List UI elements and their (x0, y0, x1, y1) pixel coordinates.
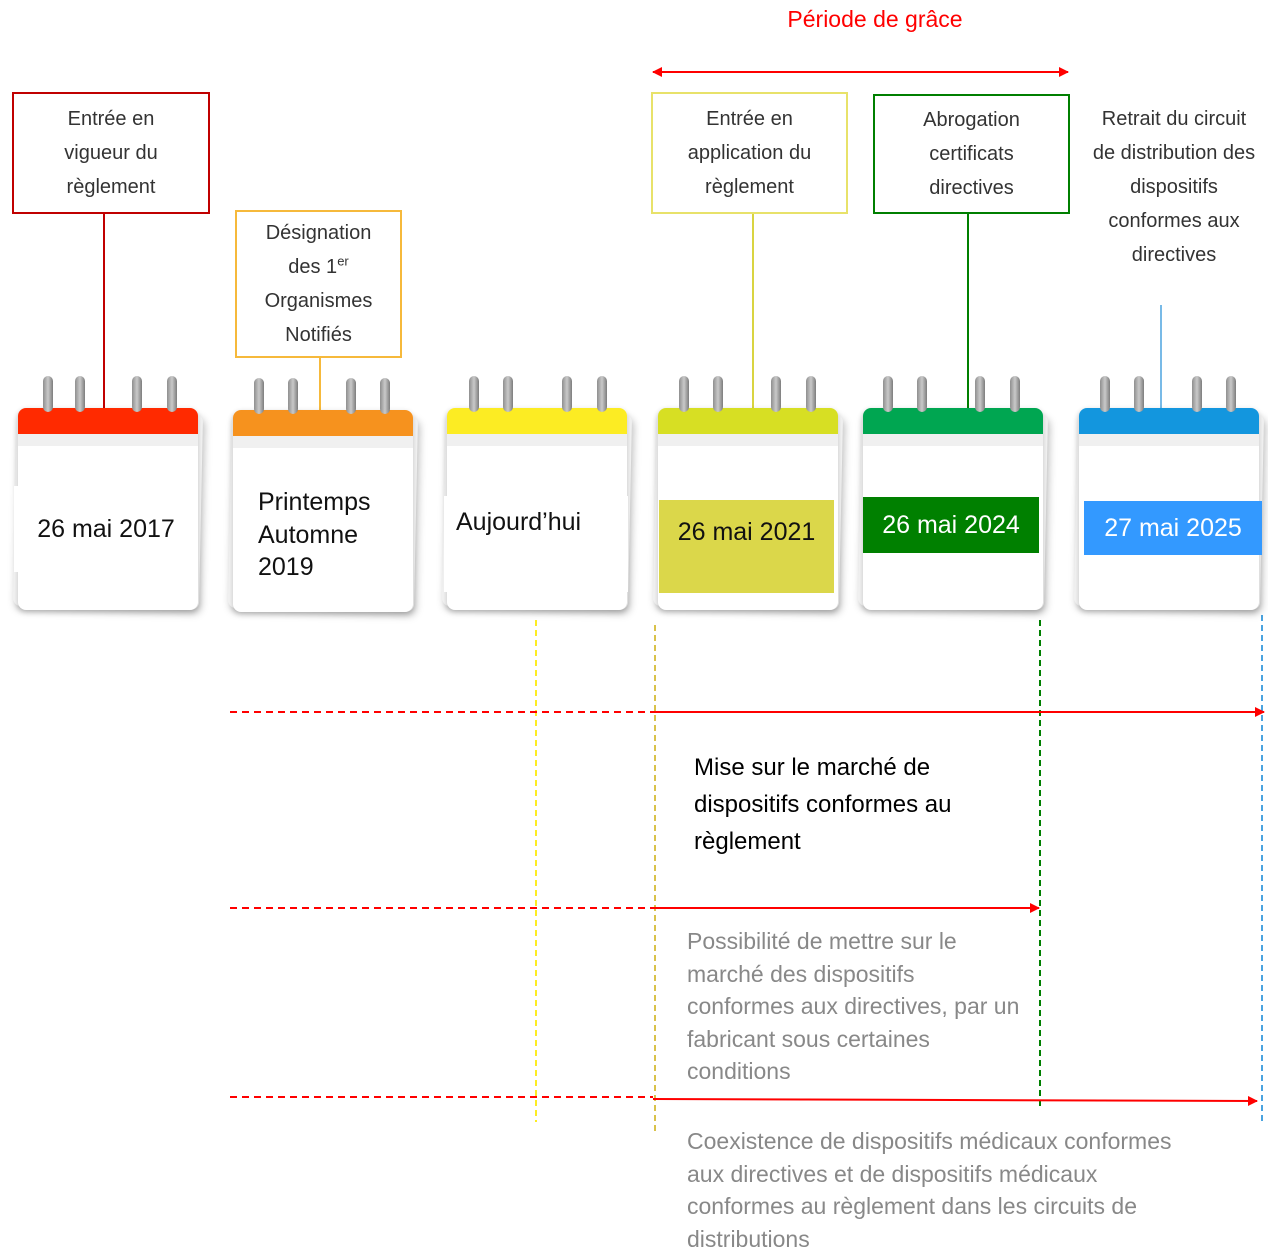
date-2019-line1: Printemps (258, 488, 371, 517)
date-today: Aujourd’hui (444, 496, 628, 592)
calendar-ring (167, 376, 177, 412)
calendar-ring (1100, 376, 1110, 412)
calendar-2025 (1073, 376, 1265, 610)
calendar-ring (975, 376, 985, 412)
calendar-ring (1226, 376, 1236, 412)
calendar-band (863, 408, 1043, 434)
note-retrait: Retrait du circuit de distribution des d… (1092, 108, 1256, 266)
box-entree-application-text: Entrée en application du règlement (687, 108, 812, 198)
calendar-ring (43, 376, 53, 412)
calendar-strip (233, 436, 413, 448)
calendar-band (18, 408, 198, 434)
box-entree-vigueur: Entrée en vigueur du règlement (12, 92, 210, 214)
calendar-ring (346, 378, 356, 414)
box-abrogation: Abrogation certificats directives (873, 94, 1070, 214)
box-entree-application: Entrée en application du règlement (651, 92, 848, 214)
date-2025: 27 mai 2025 (1084, 501, 1262, 555)
calendar-strip (863, 434, 1043, 446)
calendar-ring (503, 376, 513, 412)
calendar-ring (1134, 376, 1144, 412)
calendar-band (447, 408, 627, 434)
calendar-strip (658, 434, 838, 446)
calendar-ring (597, 376, 607, 412)
calendar-band (658, 408, 838, 434)
date-2019-line2: Automne (258, 520, 359, 549)
designation-superscript: er (337, 253, 349, 269)
phase-coexistence: Coexistence de dispositifs médicaux conf… (687, 1128, 1172, 1252)
calendar-ring (771, 376, 781, 412)
calendar-ring (679, 376, 689, 412)
date-2024: 26 mai 2024 (863, 497, 1039, 553)
calendar-ring (1192, 376, 1202, 412)
phase-possibilite: Possibilité de mettre sur le marché des … (687, 928, 1020, 1084)
calendar-ring (288, 378, 298, 414)
date-2017: 26 mai 2017 (14, 486, 198, 572)
phase3-arrow (652, 1095, 1258, 1106)
calendar-ring (469, 376, 479, 412)
date-2021: 26 mai 2021 (659, 500, 834, 593)
calendar-strip (18, 434, 198, 446)
calendar-ring (132, 376, 142, 412)
designation-text-b: Organismes Notifiés (264, 290, 373, 346)
calendar-strip (447, 434, 627, 446)
date-2019-line3: 2019 (258, 553, 314, 582)
calendar-ring (917, 376, 927, 412)
calendar-ring (713, 376, 723, 412)
box-designation-text: Désignation des 1er Organismes Notifiés (253, 216, 384, 352)
calendar-ring (75, 376, 85, 412)
calendar-band (1079, 408, 1259, 434)
calendar-ring (1010, 376, 1020, 412)
designation-text-a: Désignation des 1 (265, 222, 372, 278)
phase-mise-sur-marche: Mise sur le marché de dispositifs confor… (694, 754, 952, 855)
calendar-ring (380, 378, 390, 414)
calendar-ring (562, 376, 572, 412)
calendar-ring (883, 376, 893, 412)
date-2019: Printemps Automne 2019 (250, 478, 402, 592)
box-abrogation-text: Abrogation certificats directives (923, 109, 1020, 199)
calendar-ring (806, 376, 816, 412)
grace-period-title: Période de grâce (787, 6, 963, 32)
box-entree-vigueur-text: Entrée en vigueur du règlement (64, 108, 158, 198)
calendar-ring (254, 378, 264, 414)
calendar-strip (1079, 434, 1259, 446)
box-designation: Désignation des 1er Organismes Notifiés (235, 210, 402, 358)
calendar-band (233, 410, 413, 436)
